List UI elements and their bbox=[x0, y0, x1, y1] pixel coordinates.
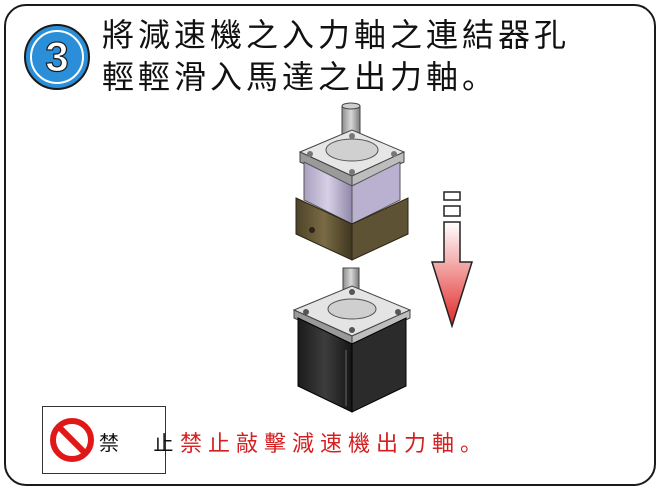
reducer-motor-illustration bbox=[292, 102, 412, 413]
instruction-text: 將減速機之入力軸之連結器孔 輕輕滑入馬達之出力軸。 bbox=[102, 14, 642, 98]
step-number: 3 bbox=[45, 33, 68, 80]
motor-body bbox=[297, 317, 407, 413]
down-arrow-icon bbox=[430, 191, 474, 329]
no-entry-icon bbox=[50, 418, 94, 462]
reducer-housing bbox=[295, 197, 409, 261]
step-number-badge: 3 bbox=[24, 24, 90, 90]
prohibition-sign: 禁 止 bbox=[42, 406, 173, 474]
reducer-flange bbox=[298, 129, 406, 187]
motor-flange bbox=[292, 285, 412, 345]
prohibition-label: 禁 止 bbox=[99, 431, 188, 455]
warning-text: 禁止敲擊減速機出力軸。 bbox=[180, 432, 489, 457]
instruction-line-2: 輕輕滑入馬達之出力軸。 bbox=[102, 58, 499, 96]
instruction-card bbox=[4, 4, 656, 486]
instruction-line-1: 將減速機之入力軸之連結器孔 bbox=[102, 16, 571, 54]
